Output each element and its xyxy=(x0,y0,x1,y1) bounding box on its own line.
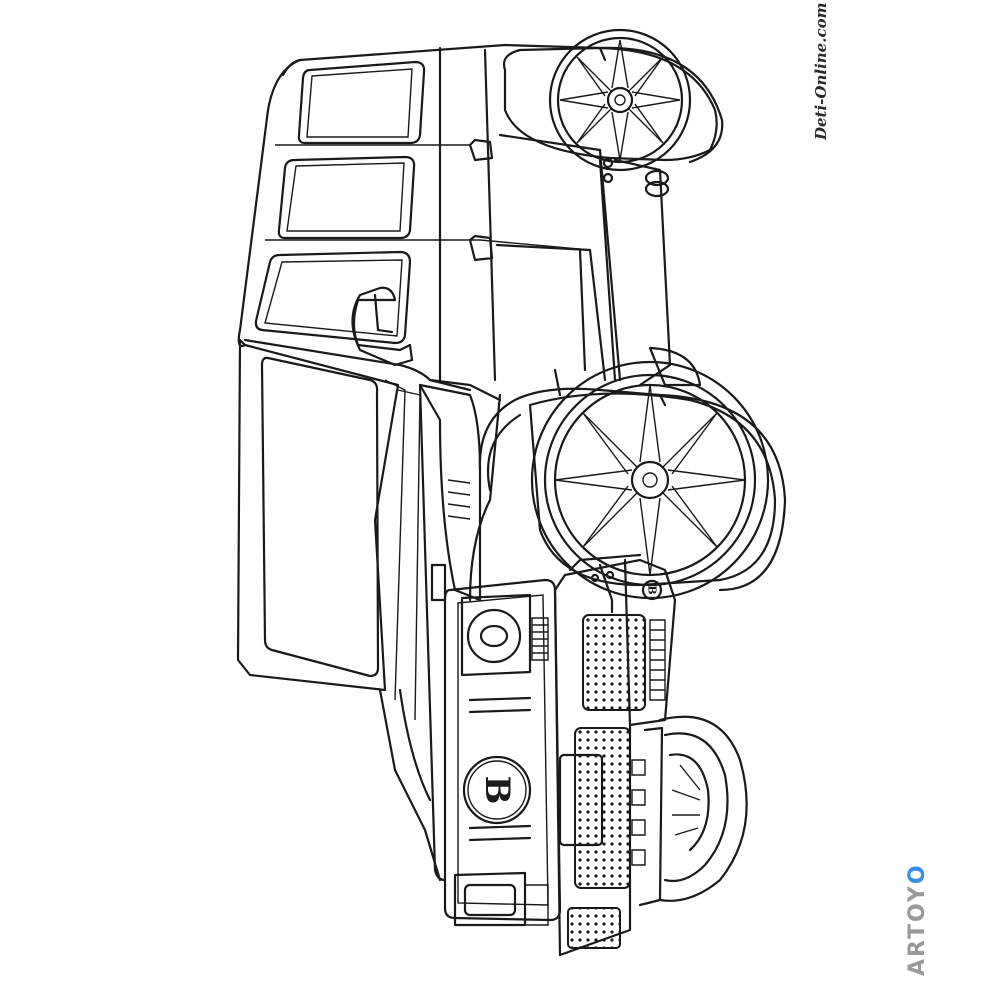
window-rear xyxy=(297,60,426,145)
front-bumper: B xyxy=(553,553,677,957)
windshield xyxy=(236,338,421,721)
site-watermark: Deti-Online.com xyxy=(812,2,830,140)
front-fender xyxy=(468,387,667,602)
window-front xyxy=(254,250,412,345)
license-plate xyxy=(558,753,604,847)
bumper-badge-letter: B xyxy=(646,585,659,594)
far-front-wheel xyxy=(658,715,748,902)
front-face xyxy=(443,578,562,927)
door-handles xyxy=(468,138,494,262)
brand-watermark-text: ARTOY xyxy=(905,884,930,977)
headlight-left xyxy=(466,608,522,664)
window-middle xyxy=(277,155,416,240)
grille-badge: B xyxy=(462,755,532,825)
bumper-bottom-mesh xyxy=(567,907,621,949)
grille-badge-letter: B xyxy=(477,776,517,805)
windshield-glass xyxy=(260,356,380,678)
vehicle-body xyxy=(237,43,672,402)
side-mirror xyxy=(351,286,414,367)
hood xyxy=(378,383,482,882)
brand-watermark: ARTOYO xyxy=(905,860,945,980)
front-wheel xyxy=(528,346,787,600)
brand-watermark-dot: O xyxy=(905,863,930,885)
bumper-upper-mesh xyxy=(582,614,646,711)
rear-wheel xyxy=(502,28,724,172)
side-windows xyxy=(254,60,426,345)
